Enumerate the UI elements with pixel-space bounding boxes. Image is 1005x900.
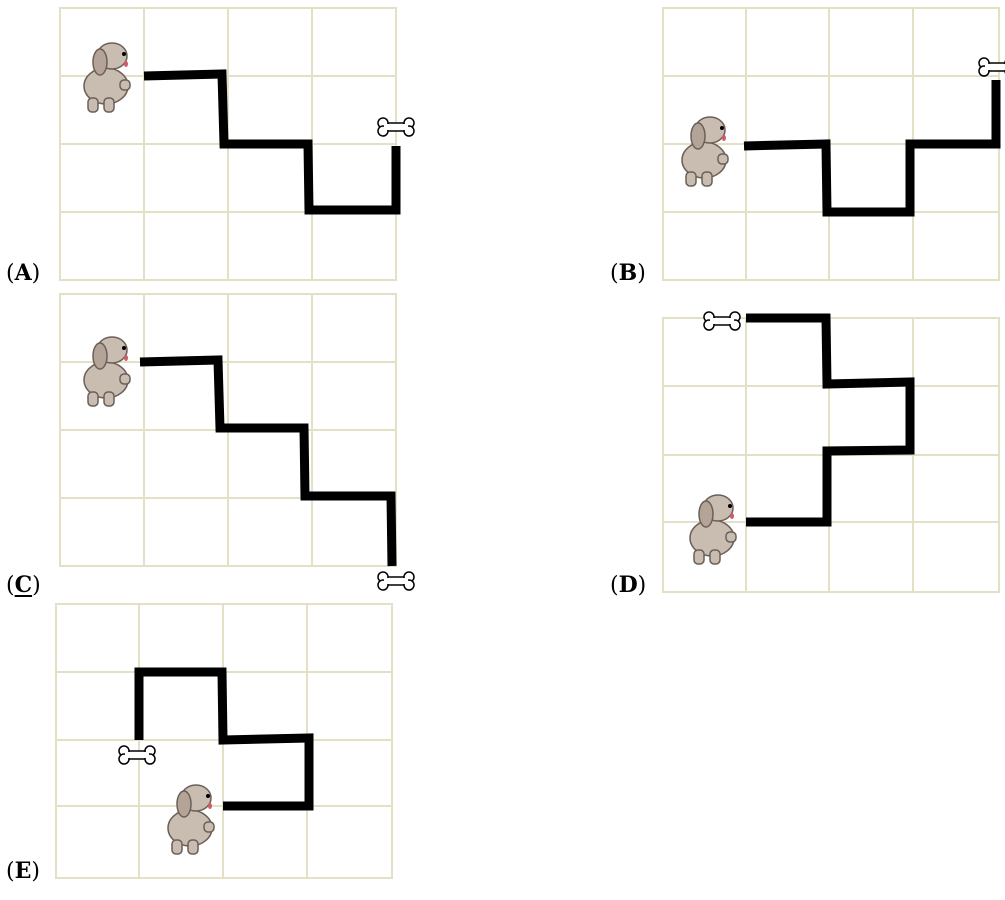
dog-path xyxy=(744,80,996,212)
dog-icon xyxy=(690,495,736,564)
dog-icon xyxy=(682,117,728,186)
option-e-diagram xyxy=(0,600,420,886)
bone-icon xyxy=(378,572,414,590)
option-b-panel[interactable]: (B) xyxy=(600,0,1005,300)
dog-icon xyxy=(84,337,130,406)
option-a-diagram xyxy=(0,0,420,300)
option-b-label: (B) xyxy=(610,262,646,285)
bone-icon xyxy=(119,746,155,764)
option-c-label: (C) xyxy=(6,574,41,597)
bone-icon xyxy=(704,312,740,330)
option-d-label: (D) xyxy=(610,574,646,597)
dog-path xyxy=(144,74,396,210)
option-d-diagram xyxy=(600,310,1005,610)
option-c-diagram xyxy=(0,290,420,590)
option-e-label: (E) xyxy=(6,860,40,883)
dog-path xyxy=(140,360,392,566)
option-a-panel[interactable]: (A) xyxy=(0,0,420,300)
option-a-label: (A) xyxy=(6,262,40,285)
bone-icon xyxy=(979,58,1005,76)
option-b-diagram xyxy=(600,0,1005,300)
option-c-panel[interactable]: (C) xyxy=(0,290,420,590)
option-e-panel[interactable]: (E) xyxy=(0,600,420,900)
option-d-panel[interactable]: (D) xyxy=(600,310,1005,610)
dog-icon xyxy=(168,785,214,854)
dog-icon xyxy=(84,43,130,112)
